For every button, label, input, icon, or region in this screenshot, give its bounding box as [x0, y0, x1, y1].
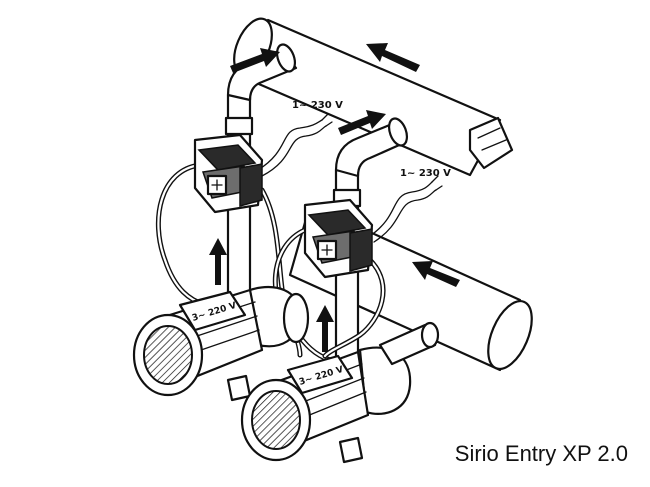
flow-arrow-manifold-bottom	[412, 261, 460, 287]
supply-wires	[257, 113, 443, 243]
flow-arrow-riser-right	[316, 305, 334, 352]
product-caption: Sirio Entry XP 2.0	[454, 441, 628, 466]
upper-pressure-controller	[193, 133, 264, 214]
flow-arrow-outlet-right	[338, 110, 386, 135]
flow-arrows	[209, 43, 460, 352]
flow-arrow-riser-left	[209, 238, 227, 285]
supply-voltage-label-upper: 1~ 230 V	[292, 100, 343, 111]
flow-arrow-manifold-top	[366, 43, 420, 72]
flow-arrow-outlet-left	[230, 48, 280, 73]
lower-pressure-controller	[303, 198, 374, 279]
right-pump	[240, 321, 440, 464]
supply-voltage-label-lower: 1~ 230 V	[400, 168, 451, 179]
control-cables	[156, 162, 386, 363]
left-pump	[132, 285, 310, 402]
